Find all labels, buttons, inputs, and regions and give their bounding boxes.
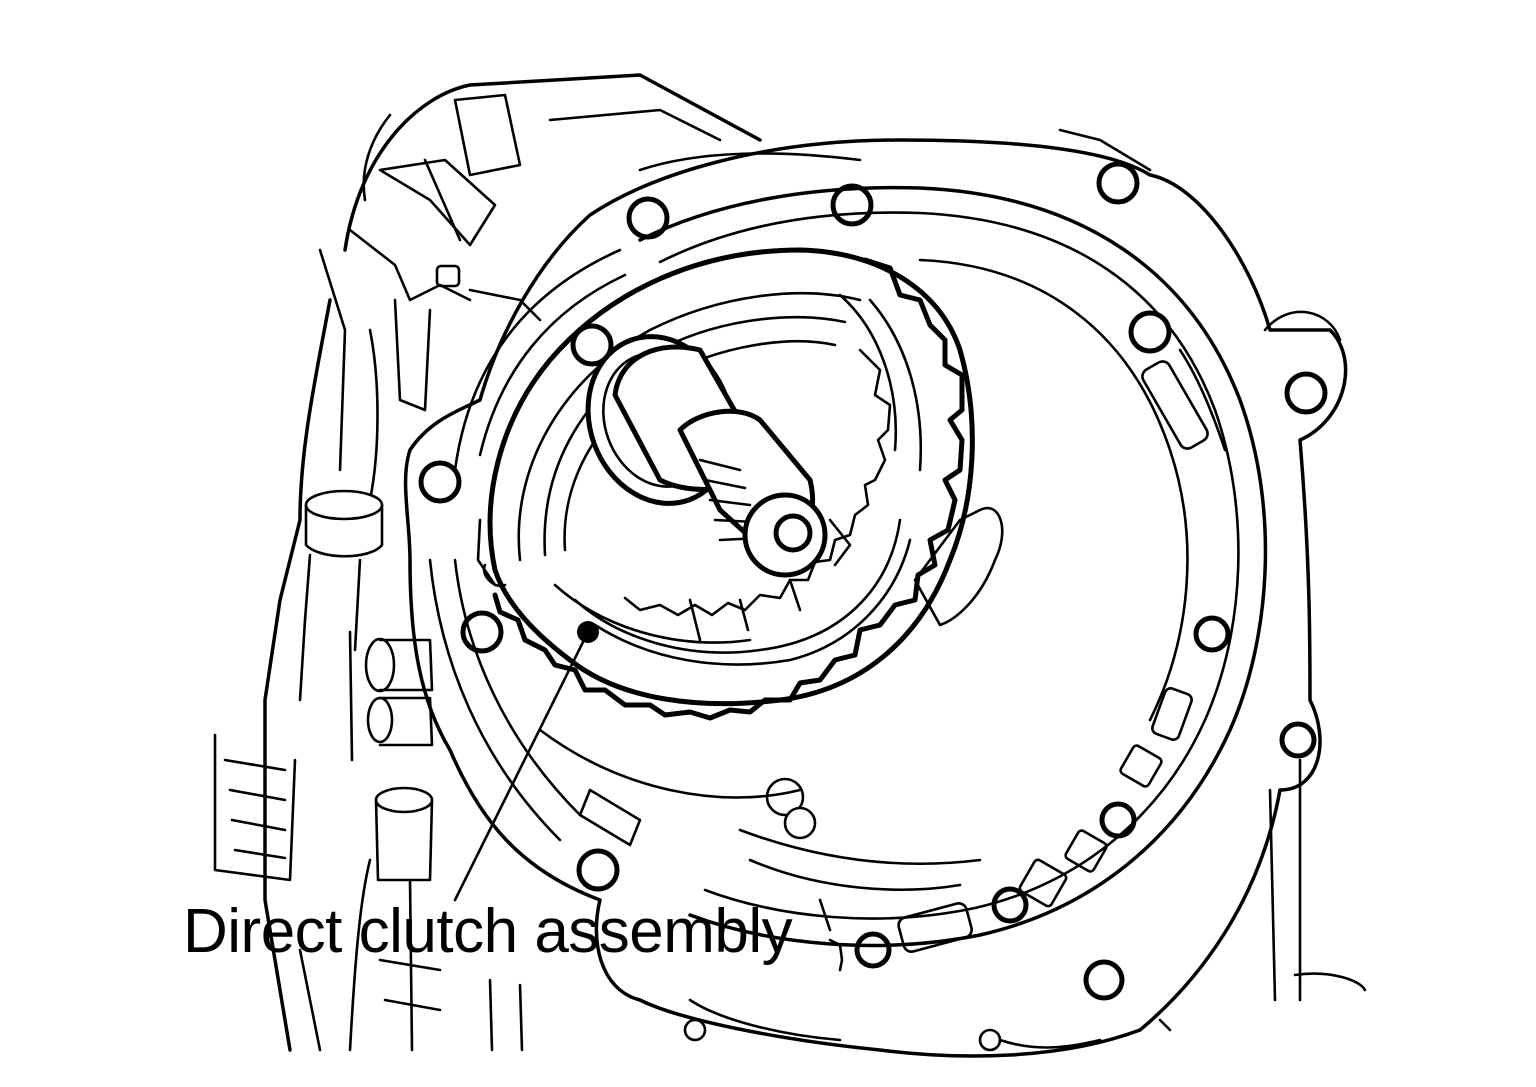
case-base xyxy=(213,733,524,1052)
housing-inner-rings xyxy=(428,185,1268,948)
oil-pan xyxy=(578,788,1172,1052)
oil-pipes xyxy=(298,489,442,1052)
transmission-case xyxy=(263,73,762,1052)
input-shaft xyxy=(585,334,852,578)
callout-leader xyxy=(453,621,599,902)
bolt-holes xyxy=(418,161,1328,1001)
housing-lug xyxy=(913,506,1004,627)
callout-direct-clutch-assembly: Direct clutch assembly xyxy=(183,897,793,966)
housing-flange xyxy=(403,128,1367,1058)
